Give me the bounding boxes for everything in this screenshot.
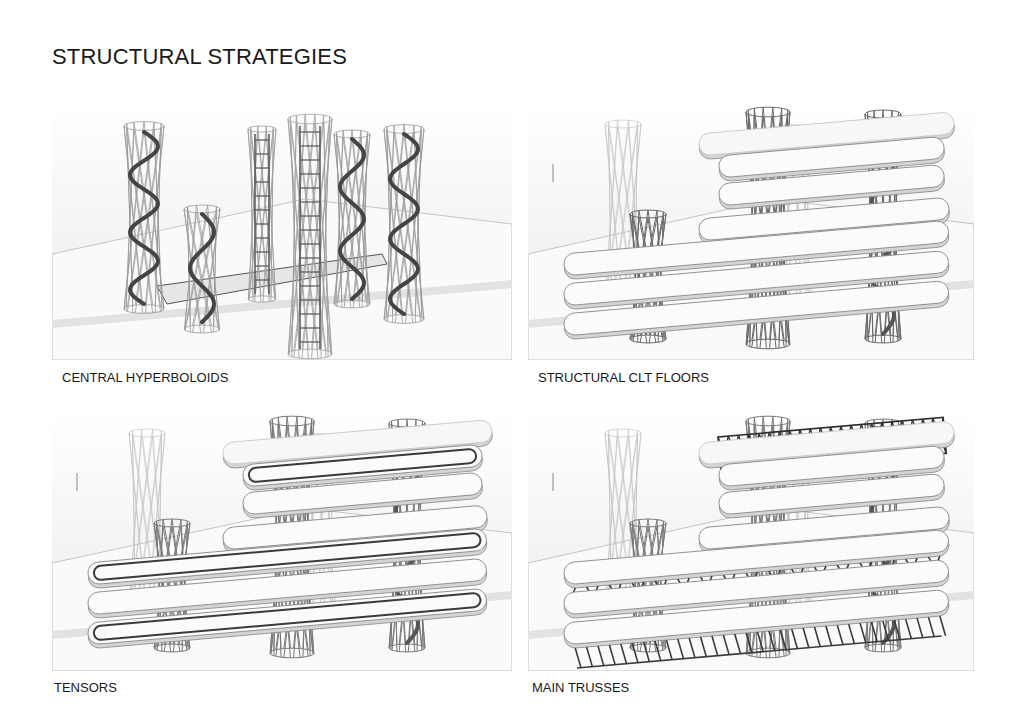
illustration-panel [528, 104, 974, 360]
clt-floor-slab [563, 280, 950, 340]
panel-label: STRUCTURAL CLT FLOORS [536, 370, 711, 385]
core-ladder [300, 126, 320, 349]
hyperboloid-tower [334, 130, 370, 308]
core-ladder [255, 134, 269, 294]
hyperboloid-tower [124, 122, 164, 314]
clt-floor-slab [87, 588, 488, 649]
hyperboloid-tower [288, 114, 332, 359]
helical-stair [190, 214, 214, 322]
clt-floor-slab [563, 589, 952, 668]
panel-label: CENTRAL HYPERBOLOIDS [60, 370, 230, 385]
helical-stair [130, 132, 158, 304]
platform-edge [52, 280, 512, 328]
illustration-panel [52, 413, 512, 671]
crane-marker [77, 473, 78, 491]
helical-stair [390, 134, 418, 314]
hyperboloid-tower [248, 126, 276, 302]
illustration-panel [528, 413, 974, 671]
crane-marker [553, 164, 554, 182]
site-platform [52, 199, 512, 360]
hyperboloid-tower [184, 205, 220, 333]
hyperboloid-tower [384, 125, 424, 324]
illustration-panel [52, 104, 512, 360]
panel-label: MAIN TRUSSES [530, 680, 631, 695]
crane-marker [553, 473, 554, 491]
panel-label: TENSORS [52, 680, 119, 695]
diagram-title: STRUCTURAL STRATEGIES [52, 44, 347, 70]
helical-stair [340, 139, 364, 299]
